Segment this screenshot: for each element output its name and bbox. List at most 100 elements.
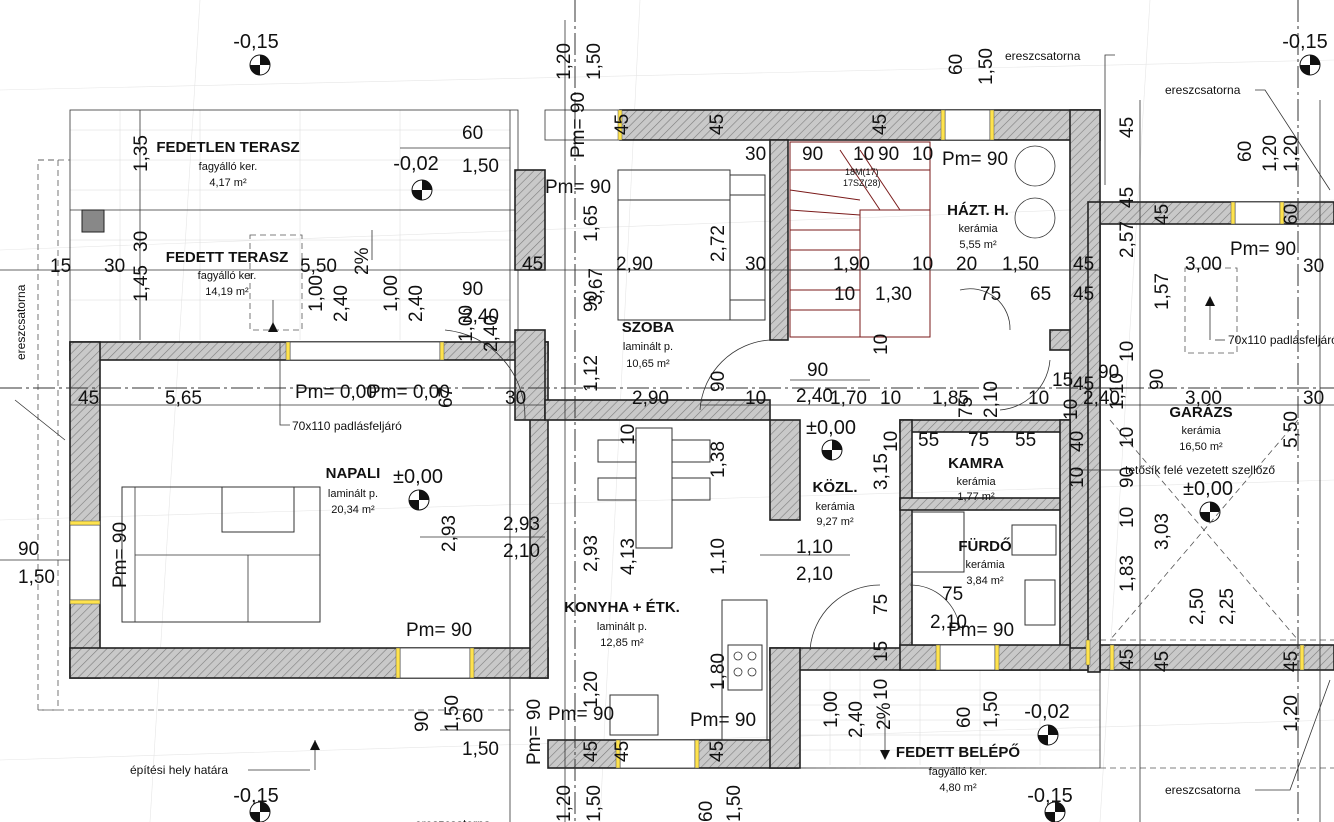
dim-text: 60 [1235,141,1256,162]
room-area-kozl: 9,27 m² [816,516,854,528]
dim-text: 3,03 [1152,513,1173,550]
dim-text: 10 [1061,399,1082,420]
dim-text: 60 [954,707,975,728]
room-material-kozl: kerámia [815,501,855,513]
dim-text: 10 [912,254,933,275]
dim-text: 2,10 [503,541,540,562]
dim-text: 2,57 [1117,221,1138,258]
dim-text: 45 [707,741,728,762]
dim-text: 75 [968,430,989,451]
dim-text: 2,50 [1187,588,1208,625]
dim-text: 10 [881,431,902,452]
dim-text: 1,80 [708,653,729,690]
dim-text: 75 [871,594,892,615]
dim-text: 55 [918,430,939,451]
dim-text: 1,70 [830,388,867,409]
dim-text: 15 [50,256,71,277]
dim-text: 90 [581,291,602,312]
dim-text: 10 [834,284,855,305]
dim-text: 1,50 [462,156,499,177]
dim-text: 75 [942,584,963,605]
dim-text: 2,40 [1083,388,1120,409]
room-name-konyha: KONYHA + ÉTK. [564,599,680,616]
dim-text: 15 [871,641,892,662]
room-material-konyha: laminált p. [597,621,647,633]
dim-text: 45 [78,388,99,409]
note-gutter-bottom: ereszcsatorna [415,817,491,822]
note-hatch-garage: 70x110 padlásfeljáró [1228,333,1334,347]
room-name-fedetlen-terasz: FEDETLEN TERASZ [156,139,299,156]
dim-text: 5,50 [1281,411,1302,448]
dim-text: 90 [1147,369,1168,390]
dim-text: 30 [1303,256,1324,277]
room-area-garazs: 16,50 m² [1179,441,1223,453]
dim-text: 1,10 [708,538,729,575]
dim-text: 3,00 [1185,254,1222,275]
level-outer-top-left: -0,15 [233,31,279,53]
dim-text: 1,50 [981,691,1002,728]
dim-text: 2,40 [331,285,352,322]
dim-text: 1,38 [708,441,729,478]
dim-text: 1,10 [1107,373,1128,410]
dim-text: 1,20 [1281,135,1302,172]
room-material-fedetlen-terasz: fagyálló ker. [199,161,258,173]
dim-text: 10 [618,424,639,445]
room-area-fedett-terasz: 14,19 m² [205,286,249,298]
sill-label: Pm= 90 [568,92,589,158]
dim-text: 75 [956,397,977,418]
dim-text: 45 [1152,651,1173,672]
dim-text: 10 [912,144,933,165]
level-markers [249,54,1321,822]
dim-text: 65 [1030,284,1051,305]
dim-text: 1,20 [581,671,602,708]
dim-text: 1,50 [18,567,55,588]
sill-label: Pm= 90 [948,620,1014,641]
dim-text: 75 [980,284,1001,305]
dim-text: 2,93 [503,514,540,535]
note-gutter-left: ereszcsatorna [14,284,28,360]
dim-text: 10 [871,334,892,355]
room-area-fedett-belepo: 4,80 m² [939,782,977,794]
dim-text: 2,40 [846,701,867,738]
sill-label: Pm= 90 [548,704,614,725]
sill-label: Pm= 90 [1230,239,1296,260]
dim-text: 1,50 [584,785,605,822]
room-labels: FEDETLEN TERASZ fagyálló ker. 4,17 m² FE… [156,139,1232,794]
dim-text: 67 [436,387,457,408]
doors [444,288,1051,651]
level-kozl: ±0,00 [806,417,856,439]
note-hatch-left: 70x110 padlásfeljáró [292,419,402,433]
dim-text: 1,57 [1152,273,1173,310]
dim-text: 2,93 [581,535,602,572]
room-area-konyha: 12,85 m² [600,637,644,649]
dim-text: 1,10 [796,537,833,558]
note-gutter-bottom-right: ereszcsatorna [1165,783,1241,797]
room-area-fedetlen-terasz: 4,17 m² [209,177,247,189]
dim-text: 1,83 [1117,555,1138,592]
sill-label: Pm= 90 [110,522,131,588]
dim-text: 30 [745,254,766,275]
dim-text: 2,25 [1217,588,1238,625]
room-name-napali: NAPALI [326,465,381,482]
dim-text: 40 [1067,431,1088,452]
dim-text: 90 [1098,362,1119,383]
dim-text: 45 [1281,651,1302,672]
room-material-furdo: kerámia [965,559,1005,571]
room-name-szoba: SZOBA [622,319,675,336]
dim-text: 2,93 [439,515,460,552]
dim-text: 45 [612,114,633,135]
note-stair-2: 17SZ(28) [843,178,881,188]
dim-text: 5,65 [165,388,202,409]
dim-text: 1,35 [131,135,152,172]
dim-text: 1,00 [821,691,842,728]
dim-text: 10 [1117,341,1138,362]
dim-text: 3,00 [1185,388,1222,409]
dim-text: 10 [853,144,874,165]
dim-text: 30 [104,256,125,277]
furniture [121,145,1057,741]
dim-text: 1,20 [1260,135,1281,172]
sill-label: Pm= 0,00 [368,382,450,403]
tile-grid-entry [800,670,1100,765]
dim-text: 5,50 [300,256,337,277]
